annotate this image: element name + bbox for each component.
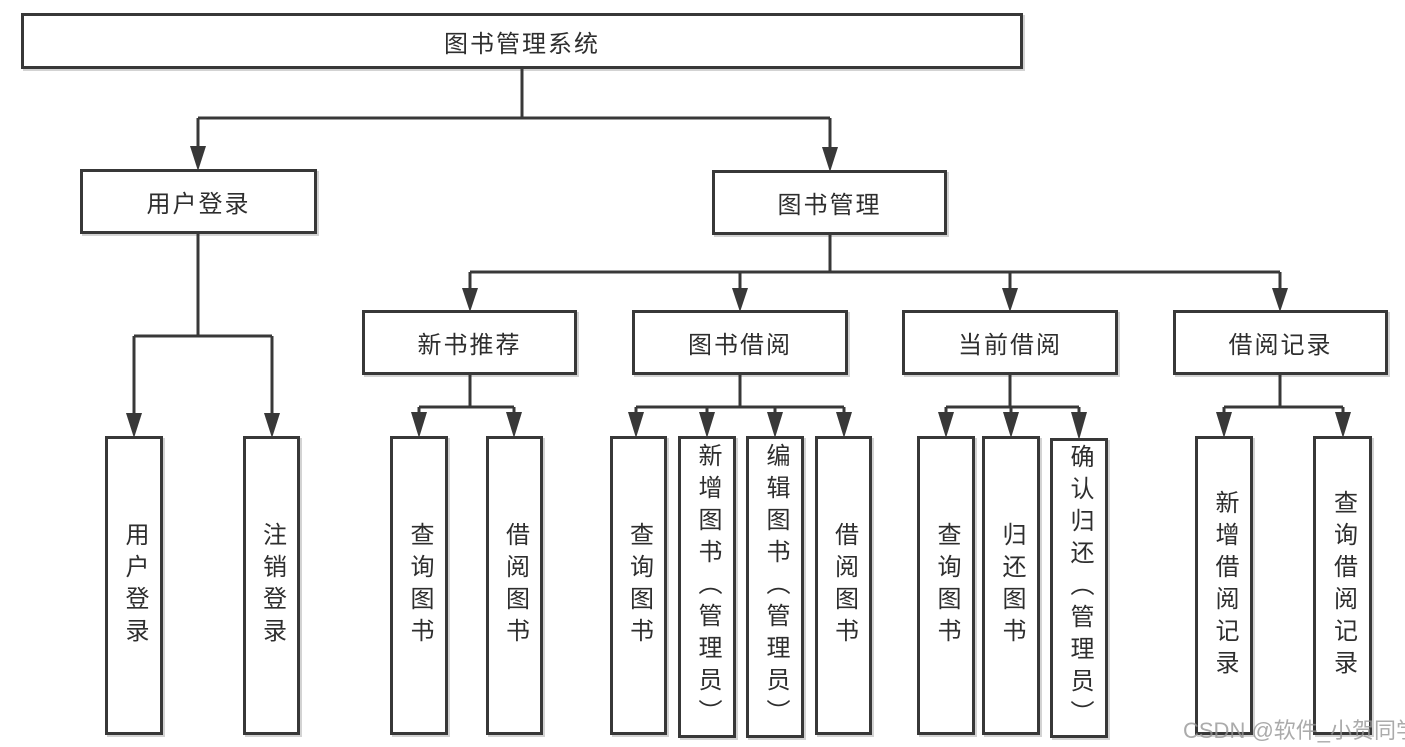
node-logout-leaf: 注销登录 [243,436,300,735]
node-label: 图书借阅 [688,332,792,359]
arrow-down-icon [264,413,280,438]
node-label: 借阅图书 [501,521,529,650]
node-label: 归还图书 [998,521,1025,650]
connector-borrowing-records-children [1216,373,1351,438]
node-label: 用户登录 [121,521,148,650]
node-query-books-current: 查询图书 [917,436,975,735]
node-label: 查询图书 [933,521,960,650]
node-return-books: 归还图书 [982,436,1040,735]
arrow-down-icon [767,412,783,438]
node-confirm-return-admin: 确认归还（管理员） [1050,438,1108,738]
connector-user-login-children [126,232,280,438]
arrow-down-icon [732,288,748,312]
node-query-books-borrowing: 查询图书 [610,436,667,735]
arrow-down-icon [190,146,206,171]
node-root: 图书管理系统 [21,13,1023,69]
node-query-borrow-record: 查询借阅记录 [1313,436,1372,735]
node-label: 借阅记录 [1228,332,1333,359]
node-borrowing-records: 借阅记录 [1173,310,1388,375]
arrow-down-icon [506,412,522,438]
arrow-down-icon [628,412,644,438]
node-label: 查询图书 [625,521,653,650]
node-label: 确认归还（管理员） [1066,444,1093,732]
node-label: 当前借阅 [958,332,1062,359]
node-borrow-books-leaf: 借阅图书 [815,436,872,735]
arrow-down-icon [938,412,954,438]
node-add-borrow-record: 新增借阅记录 [1195,436,1253,735]
node-book-management: 图书管理 [712,170,947,235]
connector-root-to-level2 [190,67,838,172]
arrow-down-icon [822,147,838,172]
node-edit-books-admin: 编辑图书（管理员） [746,436,804,738]
arrow-down-icon [1272,288,1288,312]
node-user-login: 用户登录 [80,169,317,234]
connector-book-management-children [462,233,1288,312]
arrow-down-icon [836,412,852,438]
node-label: 借阅图书 [830,521,858,650]
arrow-down-icon [1002,288,1018,312]
arrow-down-icon [1003,412,1019,438]
connector-book-borrowing-children [628,373,852,438]
connector-current-borrowing-children [938,373,1087,440]
node-current-borrowing: 当前借阅 [902,310,1118,375]
node-label: 查询借阅记录 [1329,489,1357,682]
node-label: 新增借阅记录 [1211,489,1238,682]
arrow-down-icon [1335,412,1351,438]
node-new-book-recommend: 新书推荐 [362,310,577,375]
node-label: 编辑图书（管理员） [762,443,789,731]
arrow-down-icon [699,412,715,438]
node-label: 新书推荐 [417,332,522,359]
node-book-borrowing: 图书借阅 [632,310,848,375]
arrow-down-icon [462,288,478,312]
node-borrow-books-recommend: 借阅图书 [486,436,543,735]
connector-new-book-recommend-children [411,373,522,438]
node-user-login-leaf: 用户登录 [105,436,163,735]
arrow-down-icon [126,413,142,438]
node-label: 新增图书（管理员） [694,443,721,731]
watermark-text: CSDN @软件_小贺同学 [1183,718,1405,743]
node-query-books-recommend: 查询图书 [390,436,448,735]
node-label: 图书管理 [777,192,882,219]
node-label: 用户登录 [146,191,251,218]
node-label: 注销登录 [258,521,286,650]
arrow-down-icon [1216,412,1232,438]
arrow-down-icon [1071,412,1087,440]
node-label: 查询图书 [406,521,433,650]
node-label: 图书管理系统 [444,30,600,58]
node-add-books-admin: 新增图书（管理员） [678,436,736,738]
arrow-down-icon [411,412,427,438]
